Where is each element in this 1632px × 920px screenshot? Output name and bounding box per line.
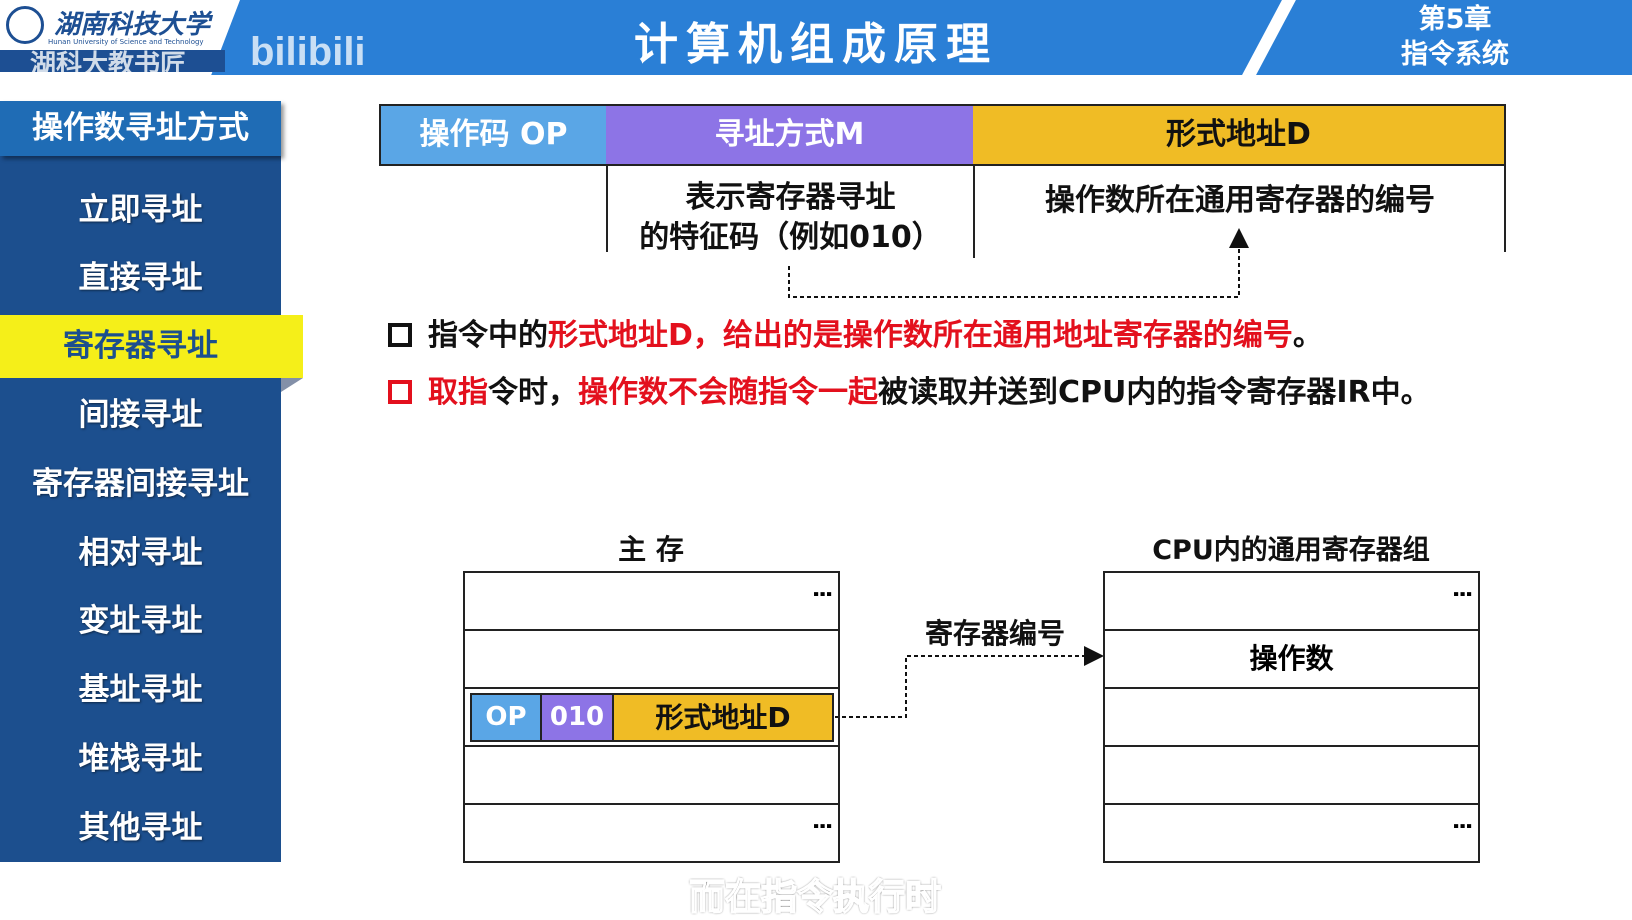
memory-cell: ⋮ <box>463 805 840 863</box>
address-field: 形式地址D <box>973 104 1506 166</box>
highlight-fold <box>281 378 303 392</box>
logo-strip <box>0 50 225 72</box>
mode-description: 表示寄存器寻址 的特征码（例如010） <box>608 178 973 258</box>
video-subtitle: 而在指令执行时 <box>688 876 942 919</box>
header-bar <box>0 0 1632 75</box>
ellipsis-icon: ⋮ <box>809 583 834 603</box>
mode-desc-line2: 的特征码（例如010） <box>639 220 942 255</box>
sidebar-item[interactable]: 寄存器寻址 <box>0 315 303 378</box>
bilibili-logo: bilibili <box>250 30 366 74</box>
sidebar-item[interactable]: 基址寻址 <box>78 672 203 708</box>
instr-op: OP <box>472 695 542 740</box>
sidebar-item[interactable]: 其他寻址 <box>78 810 203 846</box>
dashed-arrow-mode-to-address <box>788 228 1249 298</box>
instruction-in-memory: OP 010 形式地址D <box>470 693 834 742</box>
divider <box>606 166 608 252</box>
sidebar-item[interactable]: 相对寻址 <box>78 535 203 571</box>
operand-label: 操作数 <box>1249 642 1334 675</box>
sidebar-item[interactable]: 寄存器间接寻址 <box>32 466 249 502</box>
memory-cell: ⋮ <box>463 573 840 631</box>
mode-field: 寻址方式M <box>606 104 975 166</box>
divider <box>1504 166 1506 252</box>
sidebar-heading: 操作数寻址方式 <box>0 101 281 156</box>
memory-cell: 操作数 <box>1103 631 1480 689</box>
chapter-name: 指令系统 <box>1401 39 1509 70</box>
memory-cell <box>1103 689 1480 747</box>
ellipsis-icon: ⋮ <box>809 815 834 835</box>
sidebar-item[interactable]: 间接寻址 <box>78 397 203 433</box>
ellipsis-icon: ⋮ <box>1449 583 1474 603</box>
instr-mode: 010 <box>542 695 614 740</box>
memory-cell: ⋮ <box>1103 805 1480 863</box>
checkbox-icon <box>388 323 412 347</box>
university-name-en: Hunan University of Science and Technolo… <box>48 38 204 46</box>
ellipsis-icon: ⋮ <box>1449 815 1474 835</box>
memory-cell <box>1103 747 1480 805</box>
university-seal-icon <box>6 6 44 44</box>
mode-desc-line1: 表示寄存器寻址 <box>685 180 896 215</box>
bullet-2: 取指令时，操作数不会随指令一起被读取并送到CPU内的指令寄存器IR中。 <box>388 367 1431 411</box>
memory-cell <box>463 747 840 805</box>
sidebar-item[interactable]: 立即寻址 <box>78 192 203 228</box>
chapter-number: 第5章 <box>1418 4 1492 35</box>
cpu-registers-label: CPU内的通用寄存器组 <box>1152 535 1430 566</box>
main-memory: ⋮⋮ <box>463 571 840 863</box>
sidebar-item[interactable]: 直接寻址 <box>78 260 203 296</box>
dashed-arrow-register-number <box>835 646 1104 718</box>
memory-cell: ⋮ <box>1103 573 1480 631</box>
divider <box>973 166 975 258</box>
address-description: 操作数所在通用寄存器的编号 <box>1045 183 1435 218</box>
bullet-1: 指令中的形式地址D，给出的是操作数所在通用地址寄存器的编号。 <box>388 310 1323 354</box>
memory-cell <box>463 631 840 689</box>
sidebar-item[interactable]: 变址寻址 <box>78 603 203 639</box>
chapter-info: 第5章 指令系统 <box>1360 2 1550 72</box>
sidebar-item[interactable]: 堆栈寻址 <box>78 741 203 777</box>
register-number-label: 寄存器编号 <box>924 617 1065 650</box>
sidebar <box>0 101 281 862</box>
register-file: ⋮ 操作数 ⋮ <box>1103 571 1480 863</box>
course-title: 计算机组成原理 <box>634 19 998 70</box>
instr-address: 形式地址D <box>614 695 832 740</box>
memory-cell <box>463 689 840 747</box>
watermark: 湖科大教书匠 <box>30 50 187 80</box>
university-name: 湖南科技大学 <box>54 10 211 40</box>
memory-label: 主 存 <box>618 533 684 566</box>
checkbox-icon <box>388 380 412 404</box>
